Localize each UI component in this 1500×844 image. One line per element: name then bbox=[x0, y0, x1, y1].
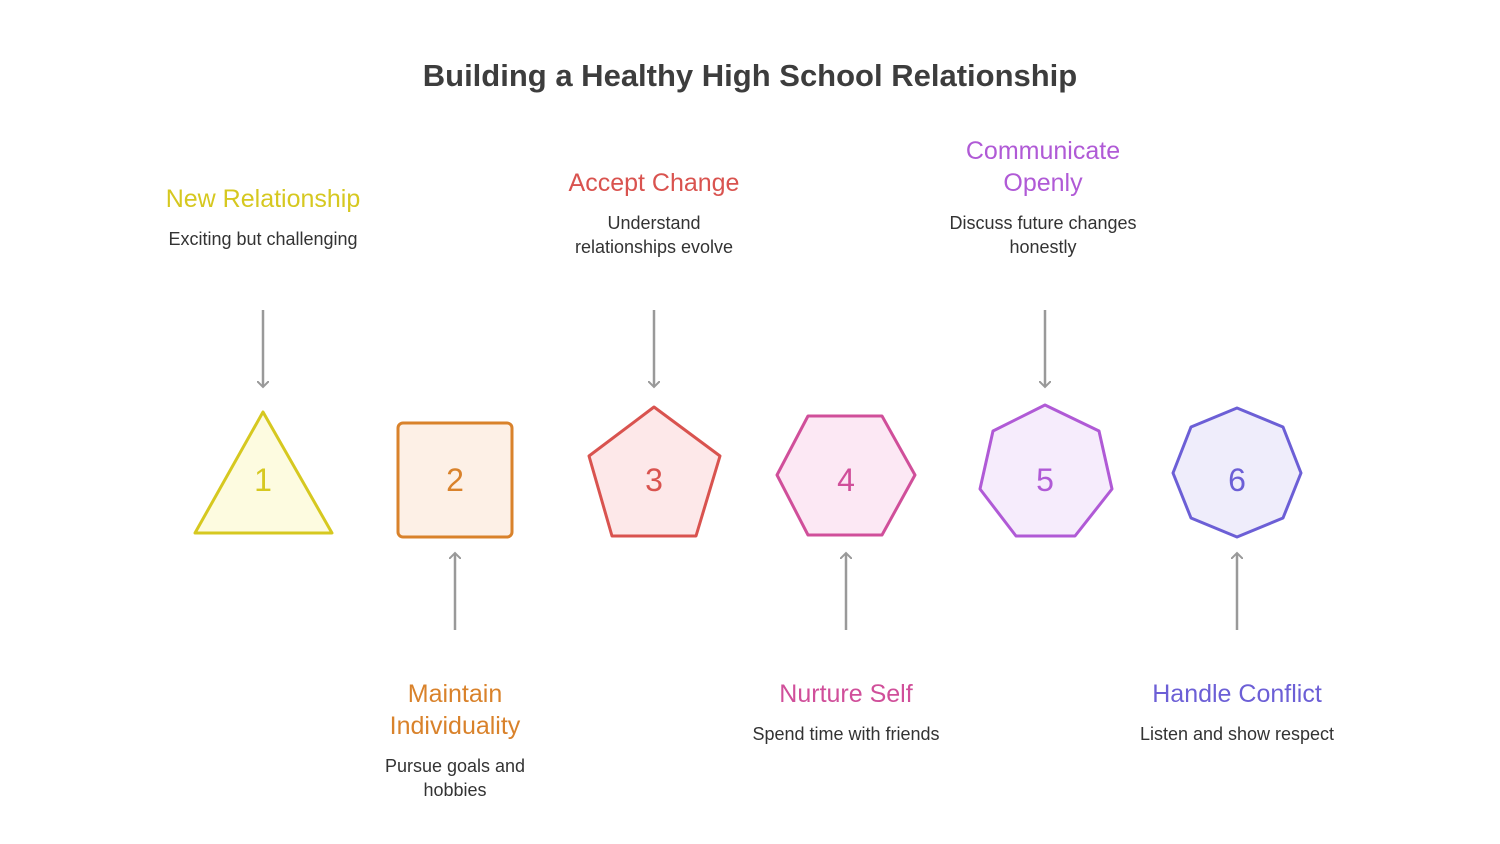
step-description: Spend time with friends bbox=[752, 724, 940, 744]
step-title: Handle Conflict bbox=[1152, 680, 1322, 708]
diagram-title: Building a Healthy High School Relations… bbox=[422, 58, 1078, 93]
step-description: Listen and show respect bbox=[1139, 724, 1335, 744]
step-6-label: Handle Conflict Listen and show respect bbox=[1107, 678, 1367, 746]
step-number: 6 bbox=[1228, 462, 1246, 498]
hexagon-shape bbox=[775, 414, 917, 537]
step-number: 3 bbox=[645, 462, 663, 498]
step-2-label: Maintain Individuality Pursue goals and … bbox=[355, 678, 555, 802]
step-number: 4 bbox=[837, 462, 855, 498]
step-title: Accept Change bbox=[568, 169, 740, 197]
heptagon-shape bbox=[978, 403, 1114, 538]
step-description: Understand relationships evolve bbox=[574, 213, 734, 257]
octagon-shape bbox=[1171, 406, 1303, 539]
square-shape bbox=[396, 421, 514, 539]
step-description: Discuss future changes honestly bbox=[949, 213, 1137, 257]
step-title: Nurture Self bbox=[779, 680, 913, 708]
step-title: New Relationship bbox=[165, 185, 361, 213]
triangle-shape bbox=[193, 410, 334, 535]
step-number: 5 bbox=[1036, 462, 1054, 498]
step-4-label: Nurture Self Spend time with friends bbox=[716, 678, 976, 746]
step-1-label: New Relationship Exciting but challengin… bbox=[133, 183, 393, 251]
step-5-label: Communicate Openly Discuss future change… bbox=[943, 135, 1143, 259]
step-description: Exciting but challenging bbox=[168, 229, 358, 249]
step-title: Maintain Individuality bbox=[389, 680, 521, 740]
pentagon-shape bbox=[587, 405, 722, 538]
step-title: Communicate Openly bbox=[965, 137, 1121, 197]
step-number: 1 bbox=[254, 462, 272, 498]
step-description: Pursue goals and hobbies bbox=[384, 756, 526, 800]
step-3-label: Accept Change Understand relationships e… bbox=[524, 167, 784, 259]
step-number: 2 bbox=[446, 462, 464, 498]
